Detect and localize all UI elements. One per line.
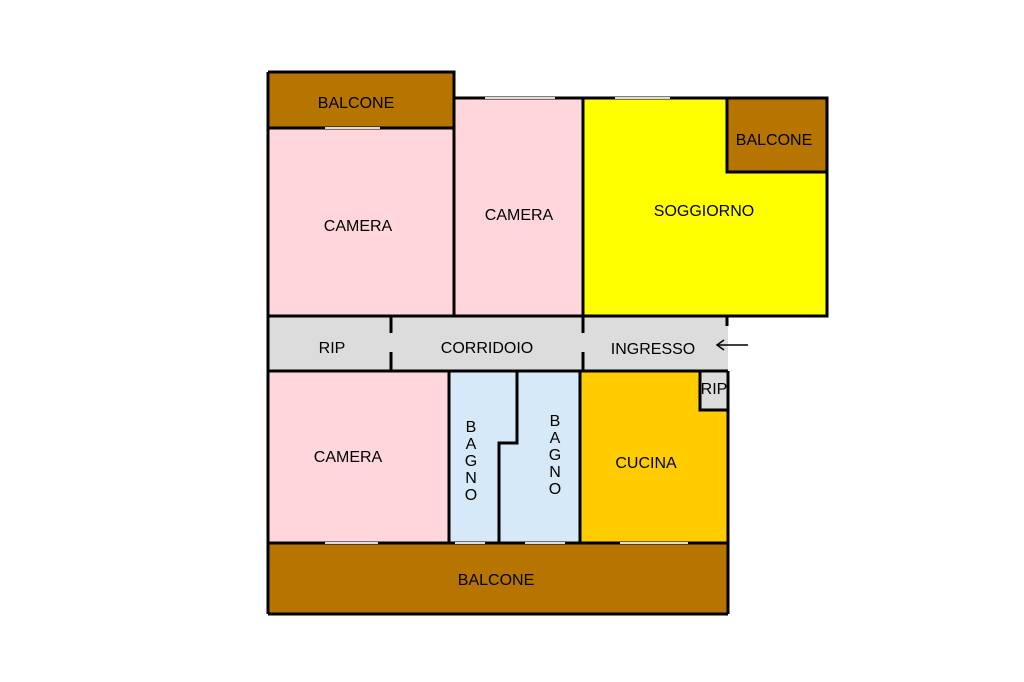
label-camera-bottom-left: CAMERA — [314, 449, 383, 466]
room-rip-right — [700, 371, 728, 410]
room-balcone-top-right — [727, 98, 827, 172]
room-rip-left — [268, 316, 391, 371]
label-soggiorno: SOGGIORNO — [654, 203, 754, 220]
room-balcone-top-left — [268, 72, 454, 128]
label-ingresso: INGRESSO — [611, 341, 695, 358]
label-camera-top-left: CAMERA — [324, 218, 393, 235]
label-balcone-bottom: BALCONE — [458, 572, 534, 589]
label-balcone-top-left: BALCONE — [318, 95, 394, 112]
label-rip-left: RIP — [319, 340, 346, 357]
room-camera-top-center — [454, 98, 583, 316]
room-cucina — [580, 371, 728, 543]
room-bagno-right — [499, 371, 580, 543]
label-balcone-top-right: BALCONE — [736, 132, 812, 149]
room-corridoio — [391, 316, 583, 371]
room-ingresso — [583, 316, 728, 371]
label-cucina: CUCINA — [615, 455, 677, 472]
label-corridoio: CORRIDOIO — [441, 340, 533, 357]
label-camera-top-center: CAMERA — [485, 207, 554, 224]
room-balcone-bottom — [268, 543, 728, 614]
room-bagno-left — [449, 371, 517, 543]
room-camera-top-left — [268, 128, 454, 316]
label-rip-right: RIP — [701, 381, 728, 398]
room-camera-bottom-left — [268, 371, 449, 543]
window-openings — [325, 97, 688, 544]
arrow-left-icon — [715, 339, 748, 351]
